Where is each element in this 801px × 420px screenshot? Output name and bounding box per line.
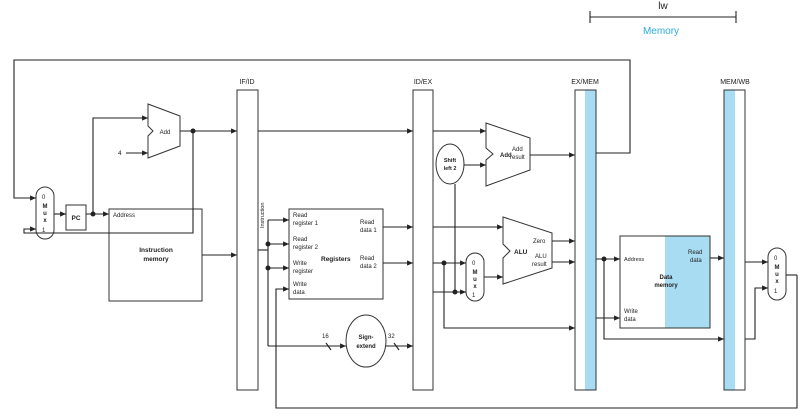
read-register-2-b: register 2: [293, 245, 319, 251]
alu-result-2: result: [532, 262, 547, 268]
pc-mux-zero: 0: [42, 195, 46, 201]
branch-adder-result-2: result: [510, 155, 525, 161]
pc-mux-u: u: [43, 211, 47, 217]
alu-label: ALU: [514, 249, 528, 256]
branch-adder-result-1: Add: [512, 147, 523, 153]
data-memory-write-1: Write: [624, 309, 639, 315]
id-ex-label: ID/EX: [414, 79, 433, 86]
data-memory-write-2: data: [624, 317, 636, 323]
sign-extend: Sign- extend: [345, 314, 387, 368]
data-memory-read-1: Read: [688, 250, 702, 256]
shift-left-2-text: left 2: [444, 166, 457, 172]
alu-mux-u: u: [473, 277, 477, 283]
branch-adder: Add Add result: [485, 122, 531, 187]
register-file: Read register 1 Read register 2 Write re…: [288, 208, 384, 300]
datapath-wires: [13, 59, 798, 409]
constant-four: 4: [118, 150, 122, 157]
wb-mux-m: M: [775, 265, 780, 271]
pipeline-register-ex-mem: EX/MEM: [571, 79, 599, 391]
alu: ALU Zero ALU result: [502, 216, 553, 285]
alu-mux-one: 1: [472, 293, 476, 299]
pc-adder-label: Add: [160, 130, 171, 136]
sign-extend-out-bits: 32: [388, 334, 395, 340]
ex-mem-label: EX/MEM: [571, 79, 599, 86]
data-memory-read-2: data: [690, 258, 702, 264]
data-memory-title-1: Data: [659, 275, 673, 281]
instruction-memory-title-2: memory: [143, 256, 169, 263]
pipeline-register-mem-wb: MEM/WB: [720, 79, 750, 391]
writeback-mux: 0 M u x 1: [767, 247, 787, 301]
ex-mem-highlight: [585, 90, 596, 390]
read-register-1-b: register 1: [293, 221, 319, 227]
pc-mux-one: 1: [42, 228, 46, 234]
read-register-2-a: Read: [293, 237, 307, 243]
alu-src-mux: 0 M u x 1: [465, 252, 485, 302]
write-data-b: data: [293, 290, 305, 296]
alu-zero-label: Zero: [533, 239, 546, 245]
pc-adder: Add: [147, 103, 181, 159]
write-register-b: register: [293, 269, 313, 275]
instruction-memory: Address Instruction memory: [108, 208, 203, 302]
pc-mux: 0 M u x 1: [35, 186, 55, 240]
alu-mux-x: x: [473, 284, 477, 290]
branch-adder-label: Add: [500, 153, 512, 159]
pc-mux-x: x: [43, 218, 47, 224]
read-data-1-a: Read: [360, 220, 374, 226]
write-data-a: Write: [293, 282, 308, 288]
data-memory: Address Read data Data memory Write data: [619, 235, 711, 329]
mem-wb-highlight: [724, 90, 735, 390]
pc-mux-m: M: [43, 204, 48, 210]
instruction-bus-label: Instruction: [260, 203, 266, 228]
registers-title: Registers: [321, 256, 351, 263]
read-data-2-b: data 2: [360, 264, 377, 270]
data-memory-highlight: [665, 236, 710, 328]
sign-extend-1: Sign-: [359, 335, 374, 341]
instruction-memory-title-1: Instruction: [139, 247, 173, 254]
pipeline-register-if-id: IF/ID: [236, 79, 259, 391]
wb-mux-x: x: [775, 279, 779, 285]
wb-mux-one: 1: [774, 289, 778, 295]
pc-label: PC: [71, 215, 80, 222]
alu-mux-zero: 0: [472, 261, 476, 267]
write-register-a: Write: [293, 261, 308, 267]
instruction-memory-address: Address: [113, 213, 135, 219]
data-memory-address: Address: [624, 257, 644, 263]
stage-label: Memory: [643, 26, 679, 37]
shift-left-1: Shift: [444, 158, 456, 164]
instruction-label: lw: [658, 1, 668, 12]
pc-register: PC: [65, 204, 87, 231]
data-memory-title-2: memory: [654, 283, 678, 289]
alu-result-1: ALU: [535, 254, 547, 260]
read-data-2-a: Read: [360, 256, 374, 262]
if-id-label: IF/ID: [239, 79, 254, 86]
mem-wb-label: MEM/WB: [720, 79, 750, 86]
sign-extend-in-bits: 16: [322, 334, 329, 340]
read-register-1-a: Read: [293, 213, 307, 219]
wb-mux-zero: 0: [774, 256, 778, 262]
alu-mux-m: M: [473, 270, 478, 276]
wb-mux-u: u: [775, 272, 779, 278]
stage-header: lw Memory: [589, 1, 737, 37]
shift-left-2: Shift left 2: [435, 143, 465, 185]
sign-extend-2: extend: [356, 344, 376, 350]
pipeline-register-id-ex: ID/EX: [412, 79, 434, 391]
read-data-1-b: data 1: [360, 228, 377, 234]
